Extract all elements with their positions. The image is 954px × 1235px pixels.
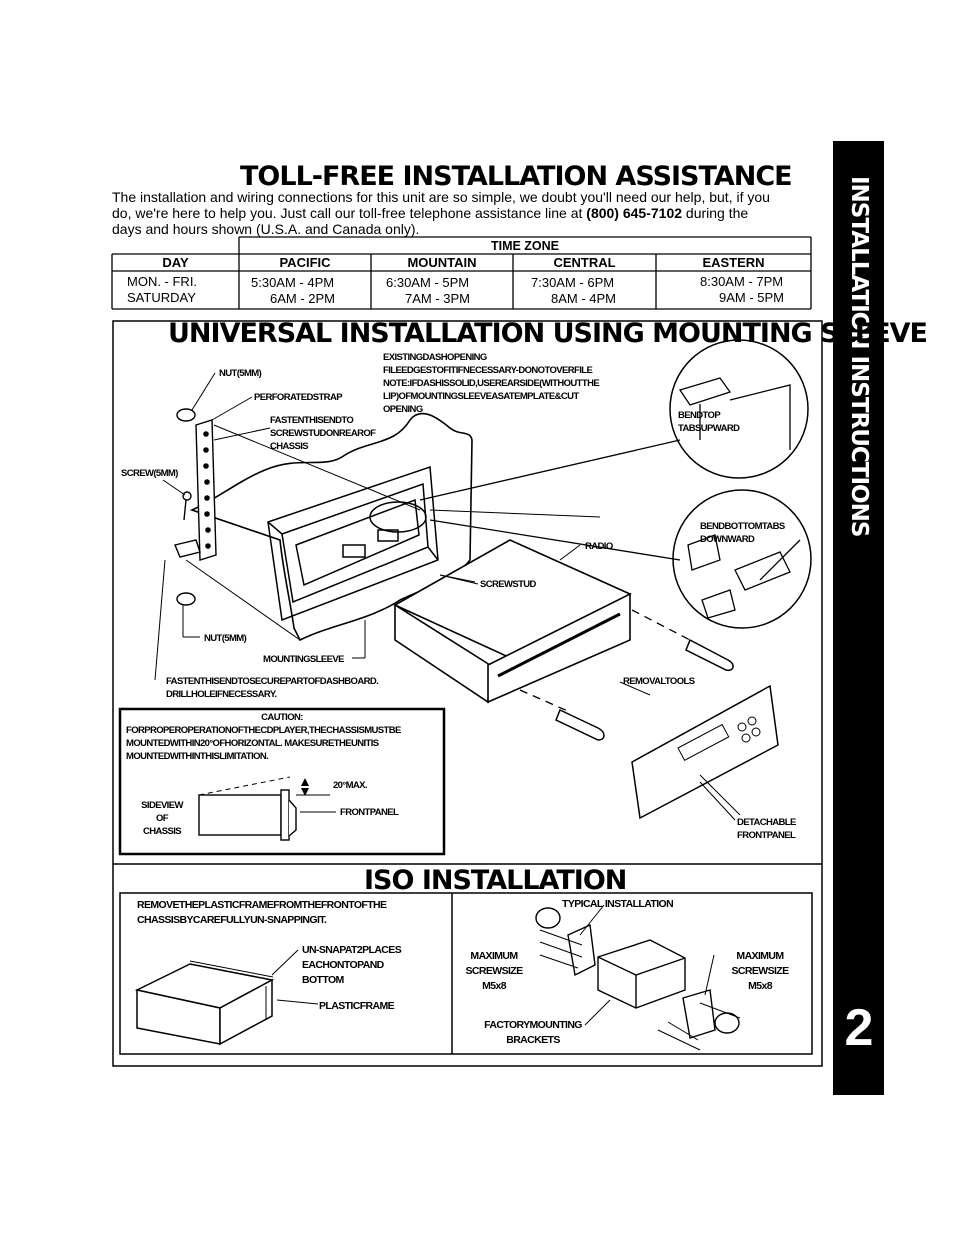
- label-removal-tools: REMOVALTOOLS: [623, 676, 695, 687]
- page-number: 2: [844, 999, 874, 1057]
- label-line: NOTE:IFDASHISSOLID,USEREARSIDE(WITHOUTTH…: [383, 378, 600, 389]
- caution-line: FORPROPEROPERATIONOFTHECDPLAYER,THECHASS…: [126, 725, 401, 736]
- column-header-central: CENTRAL: [553, 255, 616, 270]
- label-bend-top: BENDTOP TABSUPWARD: [678, 409, 740, 435]
- label-line: UN-SNAPAT2PLACES: [302, 944, 402, 956]
- label-nut-bottom: NUT(5MM): [204, 633, 247, 644]
- label-line: M5x8: [482, 980, 506, 992]
- label-line: BOTTOM: [302, 974, 344, 986]
- label-perforated-strap: PERFORATEDSTRAP: [254, 392, 343, 403]
- table-cell: 7:30AM - 6PM: [531, 275, 615, 290]
- phone-number: (800) 645-7102: [586, 205, 683, 221]
- label-line: MAXIMUM: [470, 950, 518, 962]
- caution-text: FORPROPEROPERATIONOFTHECDPLAYER,THECHASS…: [126, 724, 401, 763]
- label-fasten-stud: FASTENTHISENDTO SCREWSTUDONREAROF CHASSI…: [270, 414, 376, 453]
- table-cell: SATURDAY: [127, 290, 196, 305]
- tollfree-heading: TOLL-FREE INSTALLATION ASSISTANCE: [240, 161, 793, 192]
- label-existing-opening: EXISTINGDASHOPENING FILEEDGESTOFITIFNECE…: [383, 351, 600, 416]
- caution-title: CAUTION:: [261, 712, 303, 723]
- label-line: TABSUPWARD: [678, 423, 740, 434]
- table-cell: 7AM - 3PM: [405, 291, 471, 306]
- table-cell: 9AM - 5PM: [719, 290, 785, 305]
- label-line: BENDTOP: [678, 410, 721, 421]
- iso-remove-text: REMOVETHEPLASTICFRAMEFROMTHEFRONTOFTHE C…: [137, 898, 387, 928]
- tollfree-line-1: The installation and wiring connections …: [112, 189, 770, 205]
- caution-line: MOUNTEDWITHIN20°OFHORIZONTAL. MAKESURETH…: [126, 738, 379, 749]
- label-screw: SCREW(5MM): [121, 468, 178, 479]
- label-max-screw-left: MAXIMUM SCREWSIZE M5x8: [458, 949, 530, 994]
- label-plastic-frame: PLASTICFRAME: [319, 1000, 395, 1012]
- label-line: DRILLHOLEIFNECESSARY.: [166, 689, 277, 700]
- time-zone-header: TIME ZONE: [490, 239, 560, 253]
- caution-line: MOUNTEDWITHINTHISLIMITATION.: [126, 751, 269, 762]
- sidebar-tab: [833, 141, 884, 1095]
- label-line: SIDEVIEW: [141, 800, 183, 811]
- label-mounting-sleeve: MOUNTINGSLEEVE: [263, 654, 344, 665]
- label-typical-installation: TYPICAL INSTALLATION: [562, 898, 674, 910]
- tollfree-line-2-start: do, we're here to help you. Just call ou…: [112, 205, 587, 221]
- label-line: MAXIMUM: [736, 950, 784, 962]
- label-fasten-dash: FASTENTHISENDTOSECUREPARTOFDASHBOARD. DR…: [166, 675, 379, 701]
- iso-heading: ISO INSTALLATION: [364, 865, 627, 896]
- label-detachable-front-panel: DETACHABLE FRONTPANEL: [737, 816, 796, 842]
- label-bend-bottom: BENDBOTTOMTABS DOWNWARD: [700, 520, 785, 546]
- label-line: SCREWSIZE: [465, 965, 523, 977]
- tollfree-line-2-end: during the: [682, 205, 749, 221]
- label-line: M5x8: [748, 980, 772, 992]
- label-line: FILEEDGESTOFITIFNECESSARY-DONOTOVERFILE: [383, 365, 593, 376]
- table-cell: 8:30AM - 7PM: [700, 274, 784, 289]
- column-header-eastern: EASTERN: [702, 255, 765, 270]
- label-line: SCREWSTUDONREAROF: [270, 428, 376, 439]
- label-line: DETACHABLE: [737, 817, 796, 828]
- table-cell: 6AM - 2PM: [270, 291, 336, 306]
- label-line: REMOVETHEPLASTICFRAMEFROMTHEFRONTOFTHE: [137, 899, 387, 911]
- tollfree-paragraph: The installation and wiring connections …: [112, 189, 817, 237]
- label-radio: RADIO: [585, 541, 613, 552]
- label-line: OPENING: [383, 404, 423, 415]
- label-line: LIP)OFMOUNTINGSLEEVEASATEMPLATE&CUT: [383, 391, 579, 402]
- label-line: SCREWSIZE: [731, 965, 789, 977]
- column-header-pacific: PACIFIC: [279, 255, 331, 270]
- label-unsnap: UN-SNAPAT2PLACES EACHONTOPAND BOTTOM: [302, 943, 402, 988]
- table-cell: 6:30AM - 5PM: [386, 275, 470, 290]
- label-line: OF: [156, 813, 169, 824]
- table-cell: MON. - FRI.: [127, 274, 198, 289]
- label-factory-brackets: FACTORYMOUNTING BRACKETS: [477, 1018, 589, 1048]
- label-line: BENDBOTTOMTABS: [700, 521, 785, 532]
- label-nut-top: NUT(5MM): [219, 368, 262, 379]
- label-line: BRACKETS: [506, 1034, 560, 1046]
- label-line: CHASSIS: [142, 826, 182, 837]
- label-line: FASTENTHISENDTO: [270, 415, 354, 426]
- label-line: CHASSISBYCAREFULLYUN-SNAPPINGIT.: [137, 914, 327, 926]
- label-line: EACHONTOPAND: [302, 959, 384, 971]
- column-header-day: DAY: [162, 255, 189, 270]
- label-line: EXISTINGDASHOPENING: [383, 352, 487, 363]
- label-max-angle: 20°MAX.: [333, 780, 368, 791]
- label-screwstud: SCREWSTUD: [480, 579, 536, 590]
- tollfree-line-2: do, we're here to help you. Just call ou…: [112, 205, 817, 221]
- table-cell: 5:30AM - 4PM: [251, 275, 335, 290]
- tollfree-line-3: days and hours shown (U.S.A. and Canada …: [112, 221, 420, 237]
- label-line: DOWNWARD: [700, 534, 755, 545]
- label-line: CHASSIS: [270, 441, 309, 452]
- label-line: FASTENTHISENDTOSECUREPARTOFDASHBOARD.: [166, 676, 379, 687]
- column-header-mountain: MOUNTAIN: [407, 255, 477, 270]
- table-cell: 8AM - 4PM: [551, 291, 617, 306]
- label-line: FACTORYMOUNTING: [484, 1019, 582, 1031]
- universal-heading: UNIVERSAL INSTALLATION USING MOUNTING SL…: [168, 318, 928, 349]
- label-line: FRONTPANEL: [737, 830, 796, 841]
- label-side-view: SIDEVIEW OF CHASSIS: [135, 799, 189, 838]
- label-front-panel: FRONTPANEL: [340, 807, 399, 818]
- label-max-screw-right: MAXIMUM SCREWSIZE M5x8: [724, 949, 796, 994]
